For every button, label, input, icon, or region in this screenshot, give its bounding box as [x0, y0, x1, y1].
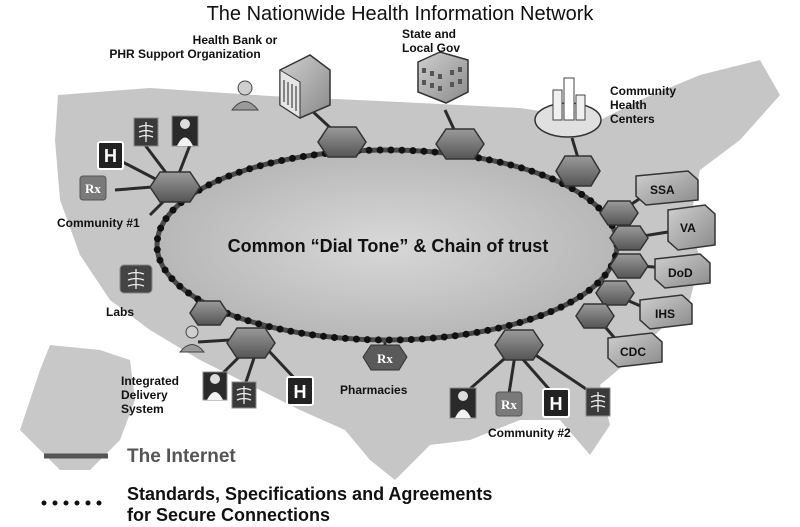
ids-doctor-icon	[202, 371, 228, 401]
community2-doctor-icon	[449, 387, 477, 419]
center-label: Common “Dial Tone” & Chain of trust	[228, 236, 549, 256]
ids-label-3: System	[121, 402, 164, 416]
government-building-icon	[417, 51, 469, 104]
hospital-icon: H	[97, 141, 124, 170]
labs-label: Labs	[106, 305, 134, 319]
agency-ssa-label: SSA	[650, 183, 675, 197]
agency-cdc: CDC	[607, 332, 663, 368]
agency-ihs: IHS	[639, 294, 693, 330]
hub-labs	[189, 300, 229, 326]
hospital-glyph: H	[104, 146, 117, 166]
rx-glyph-3: Rx	[501, 397, 517, 412]
rx-glyph-2: Rx	[377, 351, 393, 366]
agency-va-label: VA	[680, 221, 696, 235]
diagram-title: The Nationwide Health Information Networ…	[207, 3, 595, 25]
ids-label-1: Integrated	[121, 374, 179, 388]
health-bank-label-1: Health Bank or	[193, 33, 278, 47]
legend-standards-label-1: Standards, Specifications and Agreements	[127, 484, 492, 504]
agency-ssa: SSA	[635, 170, 699, 206]
legend-internet-label: The Internet	[127, 446, 236, 467]
hub-health-bank	[317, 126, 367, 158]
agency-ihs-label: IHS	[655, 307, 675, 321]
rx-icon: Rx	[79, 175, 107, 201]
state-gov-label-1: State and	[402, 27, 456, 41]
ids-hospital-glyph: H	[294, 382, 307, 402]
hub-ssa	[599, 200, 639, 226]
health-bank-server-icon	[279, 54, 331, 119]
community2-hospital-icon: H	[542, 388, 570, 418]
hub-community1	[149, 171, 201, 203]
pharmacy-rx-icon: Rx	[362, 344, 408, 371]
community2-xray-icon	[585, 387, 611, 417]
ids-person-icon	[178, 325, 206, 353]
agency-cdc-label: CDC	[620, 345, 646, 359]
hub-ids	[226, 327, 276, 359]
community2-hospital-glyph: H	[550, 394, 563, 414]
hub-cdc	[575, 303, 615, 329]
legend: The Internet Standards, Specifications a…	[41, 446, 492, 525]
community1-label: Community #1	[57, 216, 140, 230]
agency-va: VA	[667, 204, 716, 251]
agency-dod-label: DoD	[668, 266, 693, 280]
hub-ihs	[595, 280, 635, 306]
agency-dod: DoD	[654, 253, 711, 289]
hub-community2	[494, 329, 544, 361]
chc-label-3: Centers	[610, 112, 655, 126]
hub-va	[609, 225, 649, 251]
legend-standards-label-2: for Secure Connections	[127, 505, 330, 525]
pharmacies-label: Pharmacies	[340, 383, 408, 397]
ids-label-2: Delivery	[121, 388, 168, 402]
chc-label-2: Health	[610, 98, 647, 112]
alaska-silhouette	[20, 345, 135, 470]
rx-glyph-1: Rx	[85, 181, 101, 196]
network-hubs	[149, 126, 649, 361]
state-gov-label-2: Local Gov	[402, 41, 460, 55]
xray-icon	[133, 117, 159, 147]
person-icon	[230, 80, 260, 111]
chc-label-1: Community	[610, 84, 676, 98]
community-health-center-icon	[534, 77, 602, 138]
hub-dod	[609, 253, 649, 279]
community2-label: Community #2	[488, 426, 571, 440]
hub-state-gov	[435, 128, 485, 160]
doctor-icon	[171, 115, 199, 147]
lab-xray-icon	[119, 264, 153, 294]
health-bank-label-2: PHR Support Organization	[109, 47, 260, 61]
agency-buildings: SSA VA DoD IHS CDC	[607, 170, 716, 368]
ids-hospital-icon: H	[286, 376, 314, 406]
ids-xray-icon	[231, 381, 257, 409]
hub-chc	[555, 155, 601, 187]
community2-rx-icon: Rx	[495, 391, 523, 417]
